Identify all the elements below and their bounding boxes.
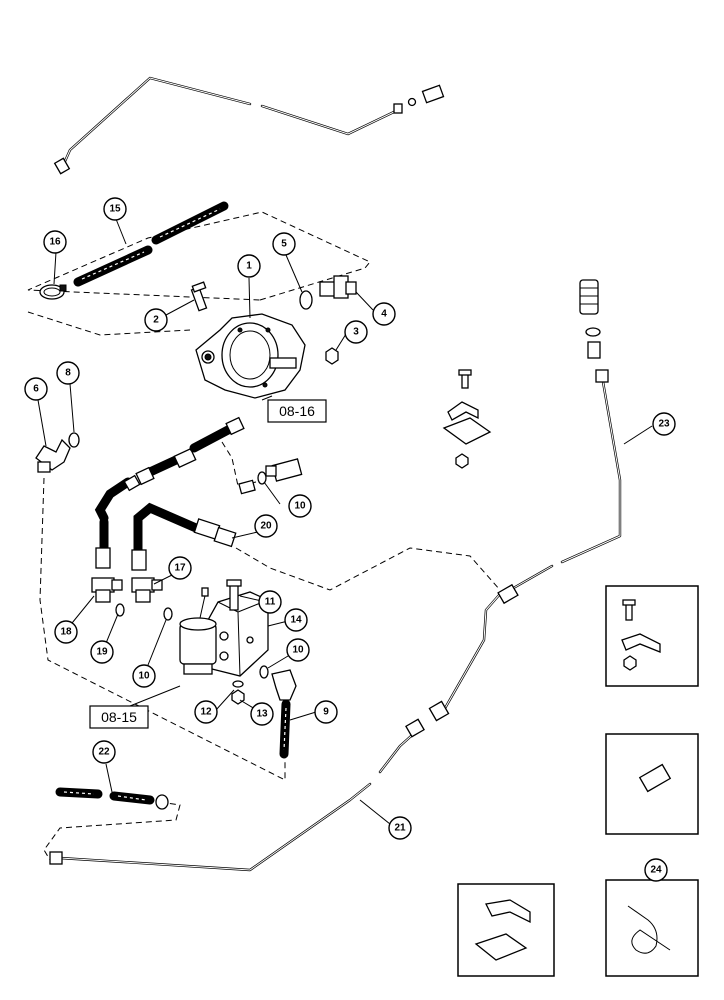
hydraulic-pump [195,313,306,399]
svg-text:23: 23 [658,419,670,430]
svg-text:21: 21 [394,823,406,834]
pump-group-outline [27,211,371,336]
svg-text:9: 9 [323,707,329,718]
callout-13: 13 [250,702,274,726]
callout-10-upper: 10 [288,494,312,518]
callout-21: 21 [388,816,412,840]
inset-clamp-bracket [605,585,699,687]
valve-block [207,591,269,677]
svg-text:4: 4 [381,309,387,320]
callout-14: 14 [284,608,308,632]
callout-1: 1 [237,254,261,278]
ref-valve-label: 08-15 [101,709,137,725]
svg-text:12: 12 [200,707,212,718]
svg-text:6: 6 [33,384,39,395]
supply-line-outline [235,547,501,591]
callout-18: 18 [54,620,78,644]
o-ring-10-middle [163,607,173,621]
svg-text:8: 8 [65,368,71,379]
fitting-4 [319,275,357,299]
o-ring-19 [115,603,125,617]
bolt-2 [190,281,208,312]
washer-nut-12-13 [231,680,245,705]
callout-24: 24 [644,858,668,882]
lower-hose-outline [43,801,181,861]
svg-text:15: 15 [109,204,121,215]
steel-line-main [49,583,519,872]
svg-text:16: 16 [49,237,61,248]
svg-text:11: 11 [265,597,276,608]
o-ring-8 [68,432,80,448]
valve-group-outline [39,477,286,781]
svg-text:24: 24 [650,865,662,876]
svg-text:10: 10 [138,671,150,682]
callout-11: 11 [258,590,282,614]
svg-text:2: 2 [153,315,159,326]
o-ring-10-upper [257,471,267,485]
callout-4: 4 [372,302,396,326]
hose-left-bent [94,474,141,569]
nut-3 [325,347,339,365]
tee-fitting-17 [131,577,163,603]
elbow-hose-9 [271,669,297,759]
o-ring-10-lower [259,665,269,679]
callout-22: 22 [92,740,116,764]
inset-bracket [457,883,555,977]
callout-6: 6 [24,377,48,401]
right-quick-coupler [579,279,601,359]
clamp-assembly [442,369,492,469]
hose-22 [55,787,169,810]
svg-text:17: 17 [174,563,186,574]
callout-9: 9 [314,700,338,724]
ref-pump-label: 08-16 [279,403,315,419]
hose-assembly-upper [135,416,245,486]
svg-text:10: 10 [292,645,304,656]
callout-10-middle: 10 [132,664,156,688]
callout-15: 15 [103,197,127,221]
ref-box-valve: 08-15 [89,705,149,729]
hose-right-bent [131,502,237,571]
tee-fitting-18 [91,577,123,603]
quick-coupler [238,458,303,495]
solenoid [179,587,217,675]
callout-10-lower: 10 [286,638,310,662]
return-line-outline [221,441,257,487]
callout-5: 5 [272,232,296,256]
svg-text:20: 20 [260,521,272,532]
steel-line-23 [508,369,622,592]
top-steel-line [53,76,445,175]
callout-23: 23 [652,412,676,436]
ref-box-pump: 08-16 [267,399,327,423]
svg-text:10: 10 [294,501,306,512]
svg-text:13: 13 [256,709,268,720]
svg-text:19: 19 [96,647,108,658]
callout-20: 20 [254,514,278,538]
callout-8: 8 [56,361,80,385]
hose-15 [73,201,229,287]
hose-clamp-16 [39,284,67,300]
o-ring-5 [299,290,313,310]
callout-12: 12 [194,700,218,724]
svg-text:18: 18 [60,627,72,638]
callout-3: 3 [344,320,368,344]
callout-2: 2 [144,308,168,332]
elbow-fitting-6 [35,438,71,473]
inset-cable-tie [605,879,699,977]
callout-17: 17 [168,556,192,580]
callout-19: 19 [90,640,114,664]
svg-text:1: 1 [246,261,252,272]
svg-text:14: 14 [290,615,302,626]
leader-lines [37,218,653,825]
svg-text:3: 3 [353,327,359,338]
inset-sleeve [605,733,699,835]
svg-text:22: 22 [98,747,110,758]
callout-16: 16 [43,230,67,254]
bolt-11 [226,579,242,611]
svg-text:5: 5 [281,239,287,250]
